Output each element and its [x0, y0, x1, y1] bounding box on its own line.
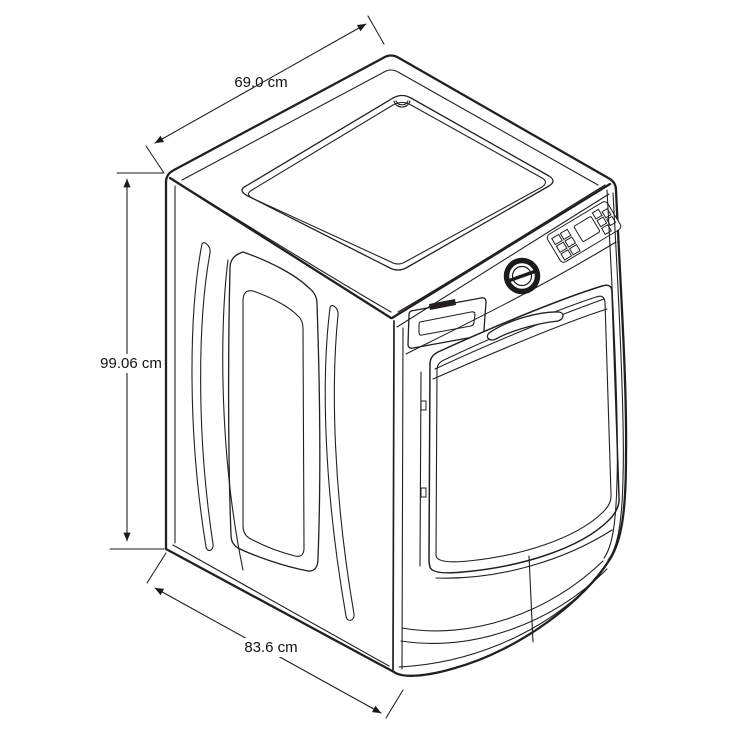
- base-panel: [398, 529, 613, 668]
- brand-badge: [429, 299, 456, 310]
- height-dimension-label: 99.06 cm: [99, 354, 163, 373]
- side-groove-left: [191, 242, 214, 552]
- side-panel-frame: [227, 251, 321, 572]
- cycle-knob-icon: [503, 257, 541, 295]
- base-seam: [528, 555, 534, 643]
- dispenser-slot: [418, 311, 476, 336]
- top-front-edge: [390, 182, 612, 320]
- lid-notch: [393, 100, 411, 108]
- washer-body: [164, 54, 628, 677]
- washer-door: [428, 284, 620, 574]
- door-inner-line: [435, 295, 612, 563]
- dimension-width: [145, 15, 385, 174]
- control-panel: [396, 193, 622, 355]
- depth-dimension-label: 83.6 cm: [239, 638, 303, 657]
- hinge-mark: [420, 400, 427, 411]
- button-pad: [546, 201, 622, 263]
- door-handle: [486, 311, 564, 341]
- door-outline: [428, 284, 620, 574]
- hinge-mark: [420, 487, 427, 498]
- front-corner-trim: [392, 320, 427, 672]
- width-dimension-label: 69.0 cm: [234, 74, 288, 91]
- right-edge-trim: [603, 189, 624, 561]
- top-left-edge: [168, 176, 393, 320]
- side-panel-inset: [242, 290, 305, 557]
